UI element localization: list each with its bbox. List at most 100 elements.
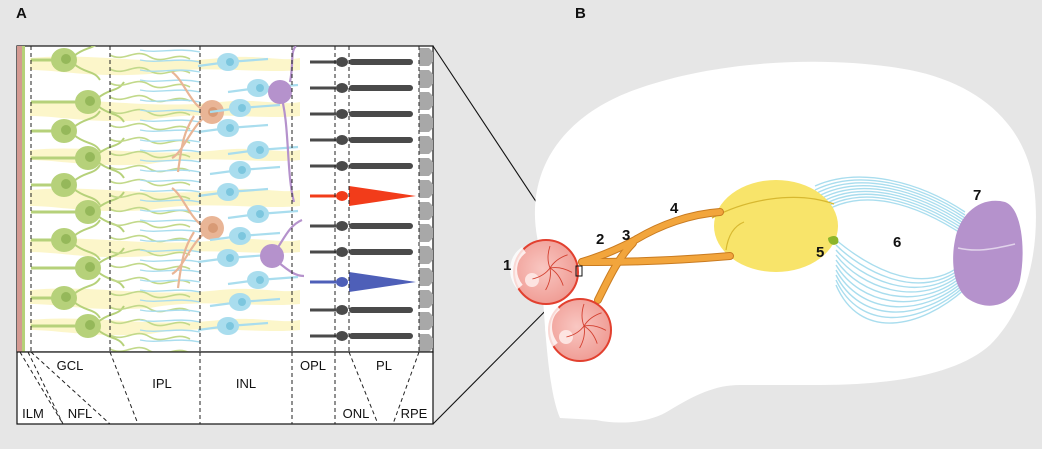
optic-radiation: [814, 176, 966, 324]
rpe-cell: [419, 334, 433, 352]
horizontal-cell: [268, 80, 292, 104]
optic-nerves-and-tracts: [578, 208, 734, 304]
rpe-cell: [419, 114, 433, 132]
bipolar-terminal: [139, 119, 201, 123]
bipolar-nucleus: [256, 84, 264, 92]
vessel: [549, 267, 573, 273]
legend-dividers: [19, 351, 420, 425]
vessel: [581, 303, 585, 327]
nerve-fiber-strip: [22, 46, 25, 352]
inner-nuclear-layer: [197, 46, 305, 335]
bipolar-terminal: [139, 329, 201, 333]
rod-outer-segment: [349, 223, 413, 229]
label-7-visual-cortex: 7: [973, 187, 981, 204]
retinal-pigment-epithelium: [419, 48, 433, 352]
bipolar-terminal: [139, 339, 201, 343]
ganglion-nucleus: [85, 206, 95, 216]
vessel: [566, 325, 585, 338]
rod-body: [336, 109, 348, 119]
rod-outer-segment: [349, 249, 413, 255]
rpe-cell: [419, 48, 433, 66]
rod-outer-segment: [349, 59, 413, 65]
bipolar-nucleus: [226, 322, 234, 330]
retinal-vessels-2: [566, 303, 607, 349]
bipolar-nucleus: [238, 166, 246, 174]
ganglion-dendrite: [73, 110, 101, 152]
vessel: [579, 325, 585, 349]
ipl-dendrites: [109, 122, 191, 131]
label-ilm: ILM: [22, 406, 44, 421]
bipolar-nucleus: [226, 188, 234, 196]
label-4-optic-tract: 4: [670, 200, 679, 217]
bipolar-terminal: [139, 129, 201, 133]
radiation-fiber: [814, 190, 966, 228]
ganglion-nucleus: [61, 54, 71, 64]
bipolar-terminal: [139, 219, 201, 223]
ganglion-nucleus: [85, 152, 95, 162]
rpe-cell: [419, 312, 433, 330]
label-3-optic-chiasm: 3: [622, 227, 630, 244]
rod-body: [336, 135, 348, 145]
rod-body: [336, 247, 348, 257]
bipolar-terminal: [139, 179, 201, 183]
label-6-optic-radiation: 6: [893, 234, 901, 251]
rpe-cell: [419, 158, 433, 176]
rod-outer-segment: [349, 137, 413, 143]
ipl-dendrites: [109, 178, 191, 187]
ganglion-nucleus: [85, 96, 95, 106]
ganglion-dendrite: [97, 81, 125, 123]
ganglion-dendrite: [97, 305, 125, 347]
ganglion-nucleus: [61, 234, 71, 244]
bipolar-terminal: [139, 89, 201, 93]
bipolar-terminal: [139, 279, 201, 283]
ipl-dendrites: [109, 262, 191, 271]
label-rpe: RPE: [401, 406, 428, 421]
layer-labels: GCL IPL INL OPL PL ILM NFL ONL RPE: [22, 358, 428, 421]
amacrine-nucleus: [208, 223, 218, 233]
vessel: [549, 254, 568, 269]
rpe-cell: [419, 202, 433, 220]
calcarine-sulcus: [957, 243, 1016, 251]
bipolar-terminal: [139, 59, 201, 63]
bipolar-terminal: [139, 69, 201, 73]
lgn-fold-2: [725, 221, 745, 251]
rod-body: [336, 83, 348, 93]
retinal-vessels: [532, 245, 573, 291]
rod-outer-segment: [349, 307, 413, 313]
ipl-dendrites: [109, 108, 191, 117]
ganglion-nucleus: [85, 262, 95, 272]
retina-panel: GCL IPL INL OPL PL ILM NFL ONL RPE: [16, 45, 434, 425]
radiation-fiber: [814, 176, 966, 213]
label-opl: OPL: [300, 358, 326, 373]
label-1-eye: 1: [503, 257, 511, 274]
rod-body: [336, 161, 348, 171]
radiation-fiber: [835, 239, 966, 280]
ipl-dendrites: [109, 234, 191, 243]
vessel: [583, 325, 598, 344]
ipl-dendrites: [109, 80, 191, 89]
label-onl: ONL: [343, 406, 370, 421]
rpe-cell: [419, 290, 433, 308]
bipolar-terminal: [139, 249, 201, 253]
blue-cone-outer-segment: [349, 272, 416, 292]
bipolar-nucleus: [238, 298, 246, 306]
bipolar-terminal: [139, 49, 201, 53]
ganglion-dendrite: [73, 277, 101, 319]
photoreceptor-layer: [310, 57, 416, 341]
rpe-cell: [419, 92, 433, 110]
bipolar-terminal: [139, 149, 201, 153]
rod-body: [336, 305, 348, 315]
ipl-dendrites: [109, 150, 191, 159]
layer-dividers: [30, 46, 420, 352]
rpe-cell: [419, 70, 433, 88]
ipl-dendrites: [109, 220, 191, 229]
radiation-fiber: [835, 264, 966, 303]
bipolar-terminal: [139, 229, 201, 233]
visual-cortex: [953, 200, 1023, 306]
ipl-dendrites: [109, 52, 191, 61]
bipolar-terminal: [139, 259, 201, 263]
radiation-fiber: [814, 182, 966, 219]
ganglion-dendrite: [73, 46, 101, 81]
radiation-fiber: [835, 269, 966, 308]
